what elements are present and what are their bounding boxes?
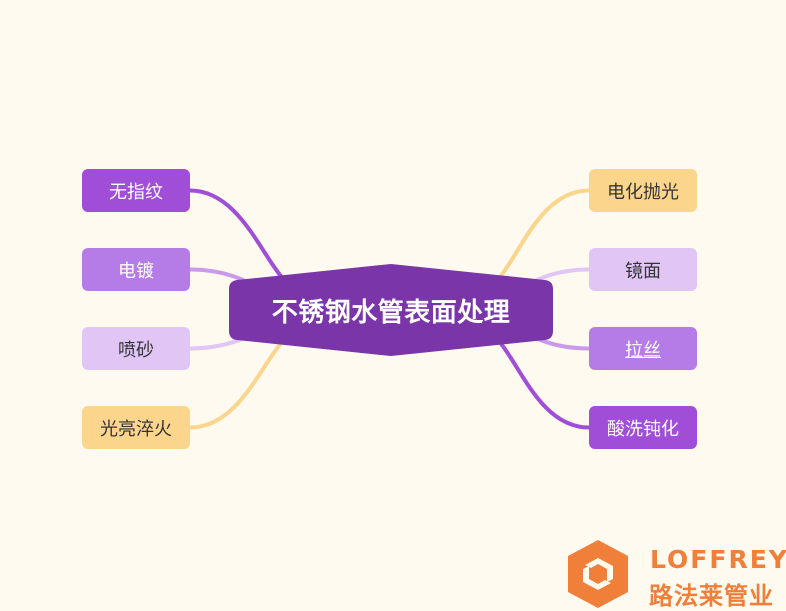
- branch-node-bright-quenching[interactable]: 光亮淬火: [82, 406, 190, 449]
- branch-label: 无指纹: [109, 181, 163, 203]
- branch-label: 镜面: [625, 260, 661, 282]
- brand-logo: [568, 540, 628, 608]
- branch-node-mirror[interactable]: 镜面: [589, 248, 697, 291]
- branch-node-electroplating[interactable]: 电镀: [82, 248, 190, 291]
- branch-node-pickling-passivation[interactable]: 酸洗钝化: [589, 406, 697, 449]
- branch-label: 喷砂: [118, 339, 154, 361]
- central-topic-shape: [229, 264, 553, 356]
- branch-label: 酸洗钝化: [607, 418, 679, 440]
- branch-node-electropolishing[interactable]: 电化抛光: [589, 169, 697, 212]
- brand-name-cn: 路法莱管业: [649, 582, 774, 610]
- branch-label: 光亮淬火: [100, 418, 172, 440]
- branch-node-no-fingerprint[interactable]: 无指纹: [82, 169, 190, 212]
- branch-node-sandblasting[interactable]: 喷砂: [82, 327, 190, 370]
- central-topic-label: 不锈钢水管表面处理: [271, 297, 511, 328]
- branch-node-brushed[interactable]: 拉丝: [589, 327, 697, 370]
- hexagon-logo-icon: [568, 540, 628, 608]
- branch-label: 电化抛光: [607, 181, 679, 203]
- brand-name-en: LOFFREY: [650, 545, 786, 574]
- central-topic[interactable]: 不锈钢水管表面处理: [229, 264, 553, 356]
- branch-label: 拉丝: [625, 339, 661, 361]
- branch-label: 电镀: [118, 260, 154, 282]
